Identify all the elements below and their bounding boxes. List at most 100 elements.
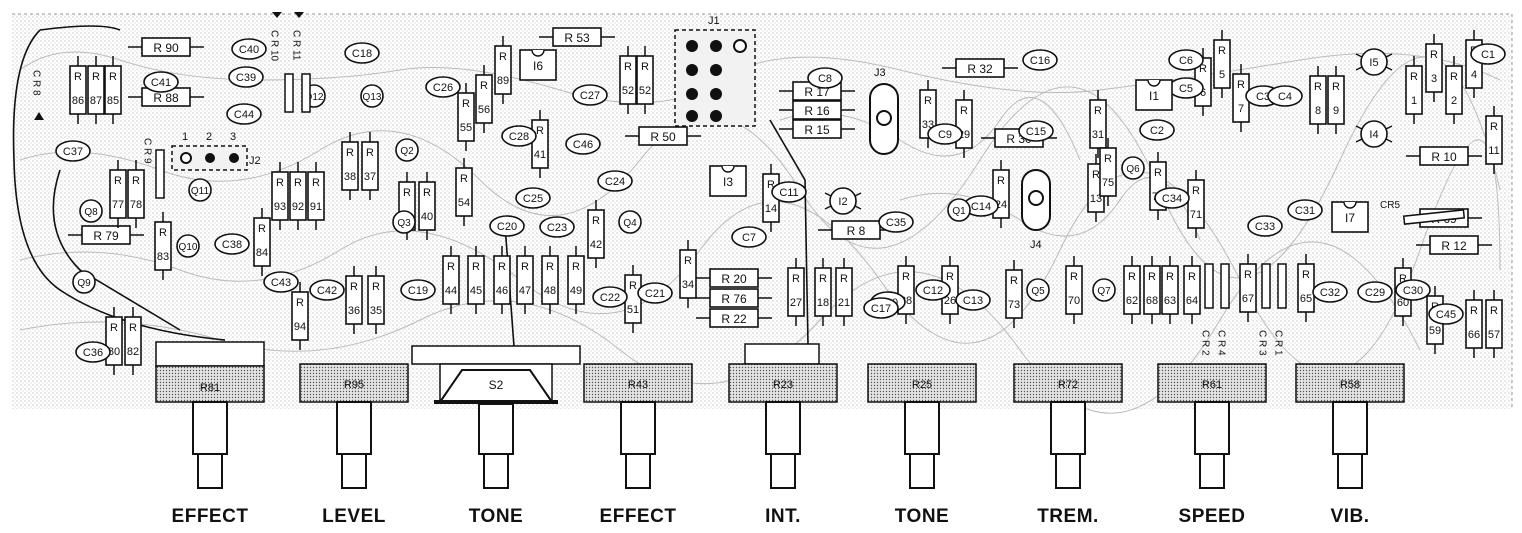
capacitor: C14 (963, 195, 999, 217)
resistor-v: R37 (361, 132, 379, 200)
ic-chip: I7 (1331, 201, 1369, 233)
transistor-label: Q2 (400, 146, 414, 157)
resistor-v: R8 (1309, 66, 1327, 134)
resistor-h-label: R 90 (153, 41, 179, 55)
resistor-h-label: R 32 (967, 62, 993, 76)
pot-r43: R43 (583, 363, 693, 489)
capacitor-label: C46 (573, 139, 593, 151)
capacitor: C17 (863, 297, 899, 319)
resistor-v-top: R (276, 177, 284, 189)
resistor-v-top: R (1410, 71, 1418, 83)
capacitor: C34 (1154, 187, 1190, 209)
capacitor-label: C23 (547, 222, 567, 234)
switch-s2: S2 (411, 345, 581, 489)
capacitor-label: C32 (1320, 287, 1340, 299)
capacitor: C8 (807, 67, 843, 89)
capacitor-label: C16 (1030, 55, 1050, 67)
resistor-h: R 8 (818, 220, 894, 240)
label-trem: TREM. (1037, 506, 1099, 527)
resistor-v: R44 (442, 246, 460, 314)
pot-r61-id: R61 (1202, 379, 1222, 391)
resistor-v-top: R (521, 261, 529, 273)
resistor-v-value: 26 (944, 295, 956, 307)
resistor-v-value: 13 (1090, 193, 1102, 205)
resistor-v-value: 31 (1092, 129, 1104, 141)
resistor-v-top: R (372, 281, 380, 293)
resistor-v-value: 51 (627, 304, 639, 316)
label-int: INT. (765, 506, 801, 527)
capacitor-label: C6 (1179, 55, 1193, 67)
resistor-v-top: R (346, 147, 354, 159)
resistor-h: R 79 (68, 225, 144, 245)
resistor-v: R71 (1187, 170, 1205, 238)
capacitor: C30 (1395, 279, 1431, 301)
resistor-v-value: 78 (130, 199, 142, 211)
transistor-label: Q1 (952, 206, 966, 217)
capacitor-label: C2 (1150, 125, 1164, 137)
diode-cr3: C R 3 (1257, 263, 1271, 356)
resistor-v: R54 (455, 158, 473, 226)
capacitor: C19 (400, 279, 436, 301)
resistor-v: R57 (1485, 290, 1503, 358)
resistor-h: R 50 (625, 126, 701, 146)
capacitor-label: C43 (271, 277, 291, 289)
pot-r58: R58 (1295, 363, 1405, 489)
transistor-label: Q10 (179, 242, 198, 253)
cr10-label: C R 10 (269, 30, 280, 62)
transistor-label: Q13 (363, 92, 382, 103)
capacitor-label: C37 (63, 146, 83, 158)
resistor-v-top: R (1430, 49, 1438, 61)
resistor-v-top: R (767, 179, 775, 191)
capacitor: C22 (592, 286, 628, 308)
resistor-v: R94 (291, 282, 309, 350)
resistor-v-top: R (1070, 271, 1078, 283)
resistor-v: R82 (124, 307, 142, 375)
resistor-v-value: 73 (1008, 299, 1020, 311)
resistor-v: R55 (457, 83, 475, 151)
pot-r25: R25 (867, 363, 977, 489)
pot-r81: R81 (155, 341, 265, 489)
resistor-v-top: R (592, 215, 600, 227)
j2-pin-3: 3 (230, 131, 236, 143)
resistor-v-top: R (92, 71, 100, 83)
capacitor-label: C1 (1481, 49, 1495, 61)
resistor-v-value: 37 (364, 171, 376, 183)
capacitor-label: C20 (497, 221, 517, 233)
j3-label: J3 (874, 67, 886, 79)
transistor-label: Q11 (191, 186, 210, 197)
transistor: Q13 (360, 84, 384, 108)
transistor: Q6 (1121, 156, 1145, 180)
resistor-v-top: R (1128, 271, 1136, 283)
resistor-v-top: R (1094, 105, 1102, 117)
capacitor-label: C15 (1026, 126, 1046, 138)
capacitor-label: C18 (352, 48, 372, 60)
transistor: Q2 (395, 138, 419, 162)
resistor-h-label: R 76 (721, 292, 747, 306)
resistor-v-value: 80 (108, 346, 120, 358)
capacitor-label: C26 (433, 82, 453, 94)
transistor: Q4 (618, 210, 642, 234)
capacitor-label: C44 (234, 109, 254, 121)
diode-cr1: C R 1 (1273, 263, 1287, 356)
resistor-v-value: 45 (470, 285, 482, 297)
capacitor-label: C17 (871, 303, 891, 315)
resistor-v-value: 56 (478, 104, 490, 116)
diode-cr4: C R 4 (1216, 263, 1230, 356)
resistor-v-value: 3 (1431, 73, 1437, 85)
capacitor-label: C36 (83, 347, 103, 359)
capacitor: C43 (263, 271, 299, 293)
resistor-v-top: R (624, 61, 632, 73)
resistor-v-value: 6 (1200, 87, 1206, 99)
resistor-v-value: 5 (1219, 69, 1225, 81)
capacitor-label: C34 (1162, 193, 1182, 205)
capacitor: C20 (489, 215, 525, 237)
resistor-v: R77 (109, 160, 127, 228)
resistor-v-value: 36 (348, 305, 360, 317)
resistor-v-value: 57 (1488, 329, 1500, 341)
cr1-label: C R 1 (1273, 330, 1284, 356)
resistor-v-top: R (1332, 81, 1340, 93)
capacitor: C45 (1428, 303, 1464, 325)
resistor-v-top: R (536, 125, 544, 137)
resistor-v: R65 (1297, 254, 1315, 322)
